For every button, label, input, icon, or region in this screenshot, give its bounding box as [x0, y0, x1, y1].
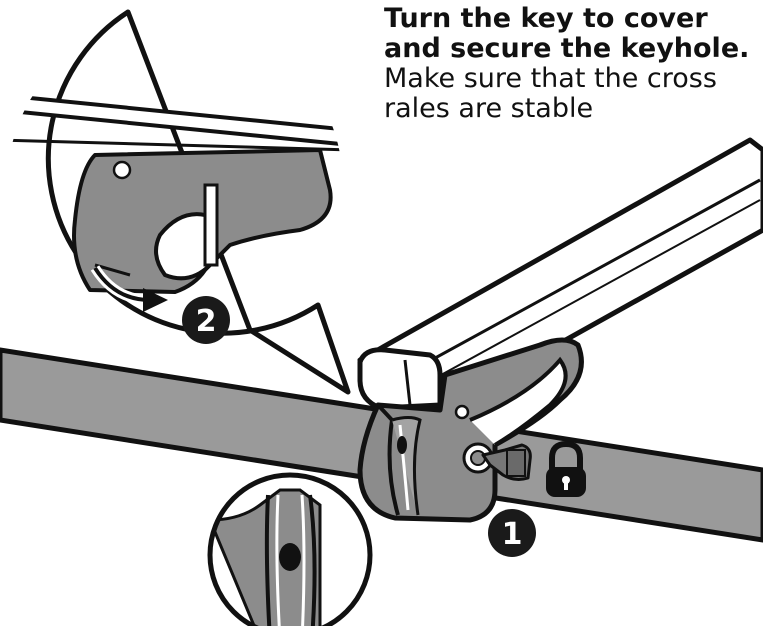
- zoom-callout-top: [7, 9, 351, 395]
- padlock-icon: [546, 440, 586, 497]
- svg-text:1: 1: [502, 517, 523, 552]
- instruction-rest: Make sure that the cross rales are stabl…: [384, 63, 717, 124]
- cross-bar: [357, 137, 763, 413]
- step-badge-2: 2: [182, 296, 230, 344]
- instruction-text: Turn the key to cover and secure the key…: [384, 4, 762, 124]
- instruction-bold: Turn the key to cover and secure the key…: [384, 3, 750, 64]
- step-badge-1: 1: [488, 509, 536, 557]
- rack-foot: [357, 337, 584, 523]
- zoom-callout-bottom: [207, 472, 373, 626]
- svg-text:2: 2: [196, 304, 217, 339]
